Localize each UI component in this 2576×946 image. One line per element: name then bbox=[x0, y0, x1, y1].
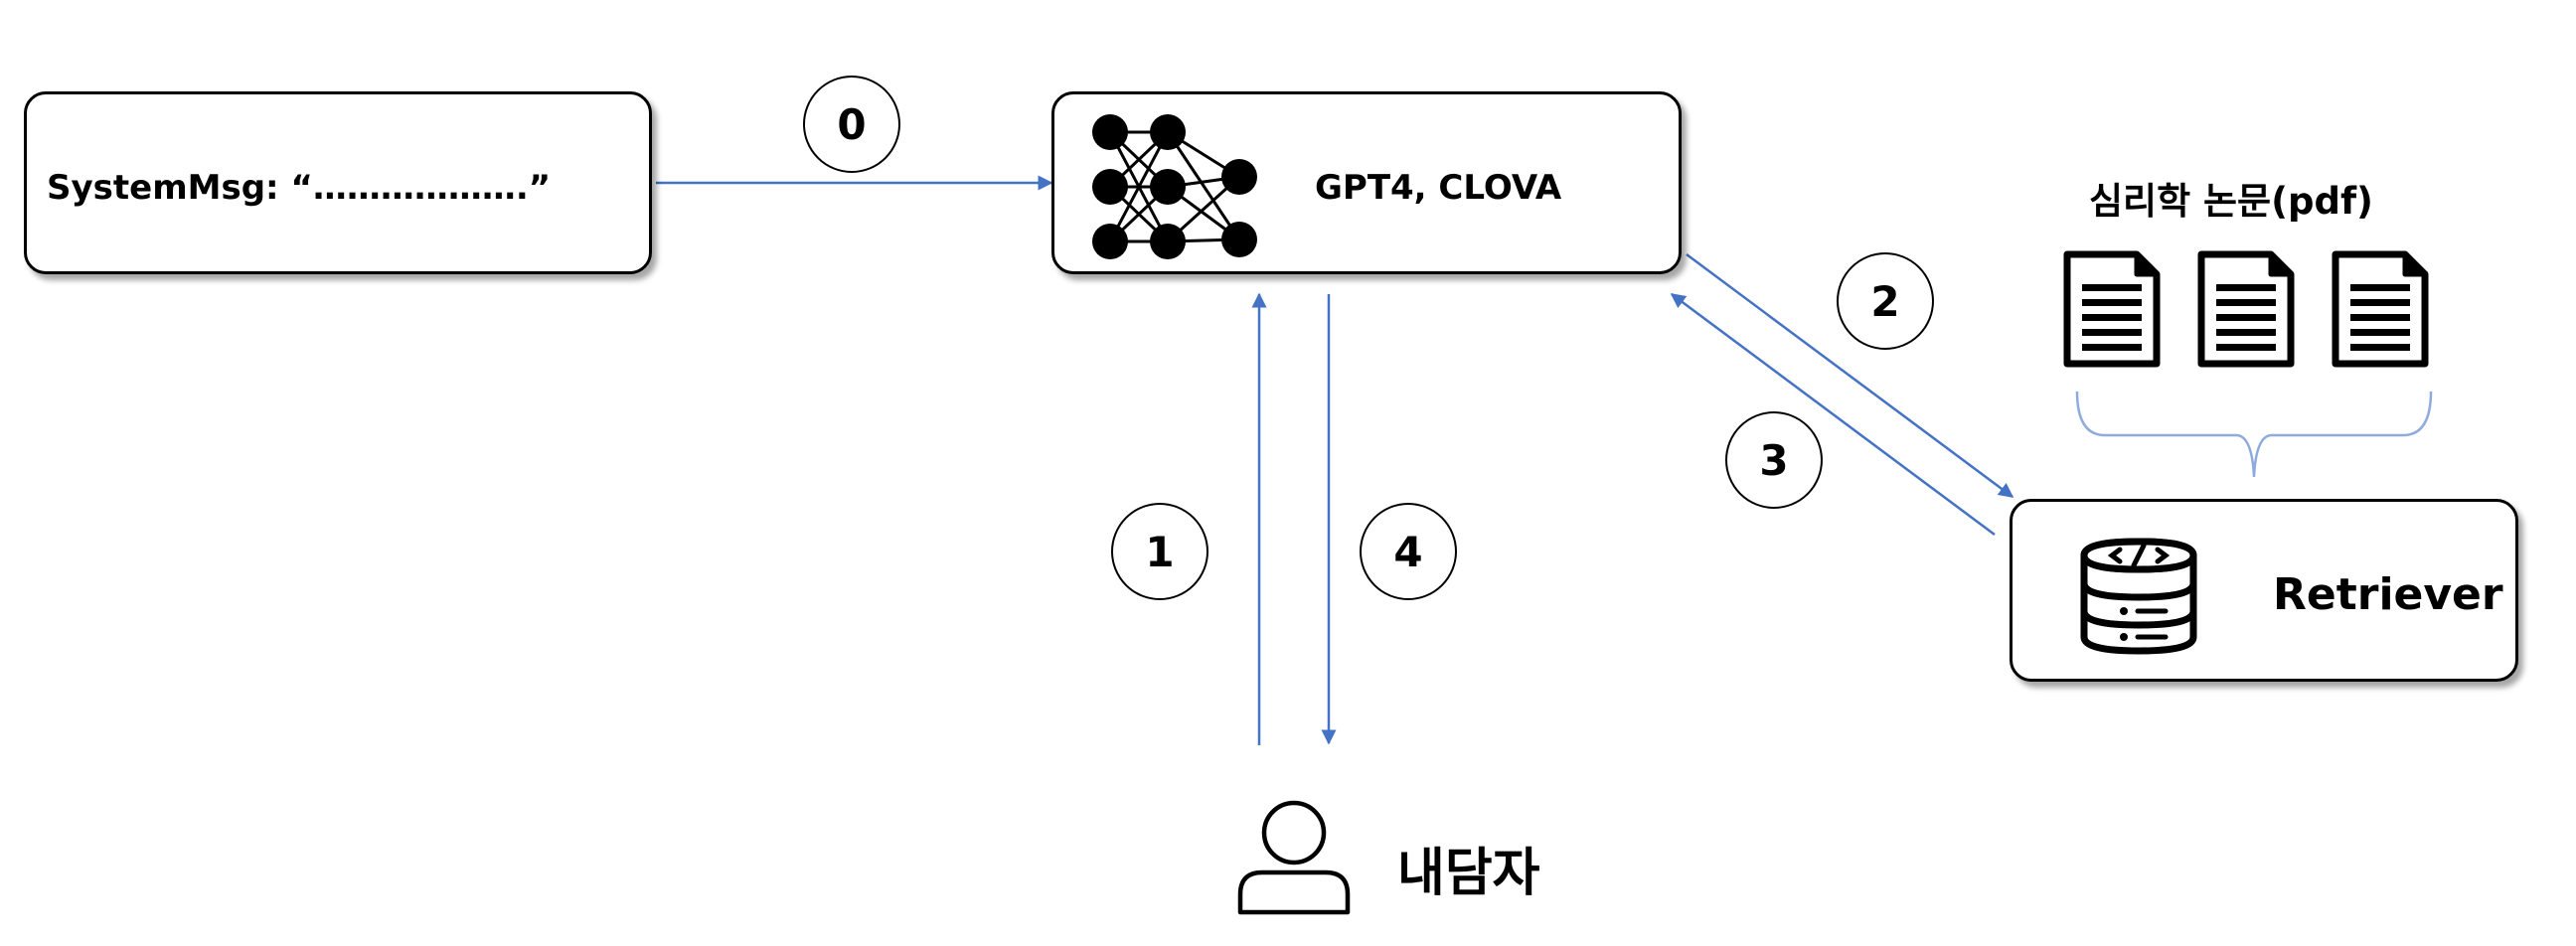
system-message-label: SystemMsg: “……………….” bbox=[47, 168, 552, 208]
document-icon bbox=[2197, 250, 2295, 368]
person-icon bbox=[1237, 800, 1351, 915]
documents-label: 심리학 논문(pdf) bbox=[2089, 180, 2373, 223]
database-code-icon bbox=[2080, 538, 2197, 655]
user-label: 내담자 bbox=[1397, 844, 1540, 903]
arrow-retriever-to-llm bbox=[1670, 292, 1996, 537]
retriever-box: Retriever bbox=[2010, 499, 2518, 682]
step-2-badge: 2 bbox=[1837, 252, 1934, 350]
llm-box: GPT4, CLOVA bbox=[1051, 91, 1682, 274]
step-3-badge: 3 bbox=[1725, 411, 1823, 509]
document-icon bbox=[2332, 250, 2429, 368]
step-1-badge: 1 bbox=[1111, 503, 1208, 600]
documents-brace bbox=[2075, 391, 2433, 478]
document-icon bbox=[2063, 250, 2161, 368]
retriever-label: Retriever bbox=[2273, 569, 2503, 620]
system-message-box: SystemMsg: “……………….” bbox=[24, 91, 652, 274]
step-0-badge: 0 bbox=[803, 76, 900, 173]
llm-label: GPT4, CLOVA bbox=[1315, 168, 1562, 208]
step-4-badge: 4 bbox=[1360, 503, 1457, 600]
arrow-llm-to-retriever bbox=[1686, 252, 2014, 499]
neural-network-icon bbox=[1092, 114, 1257, 259]
